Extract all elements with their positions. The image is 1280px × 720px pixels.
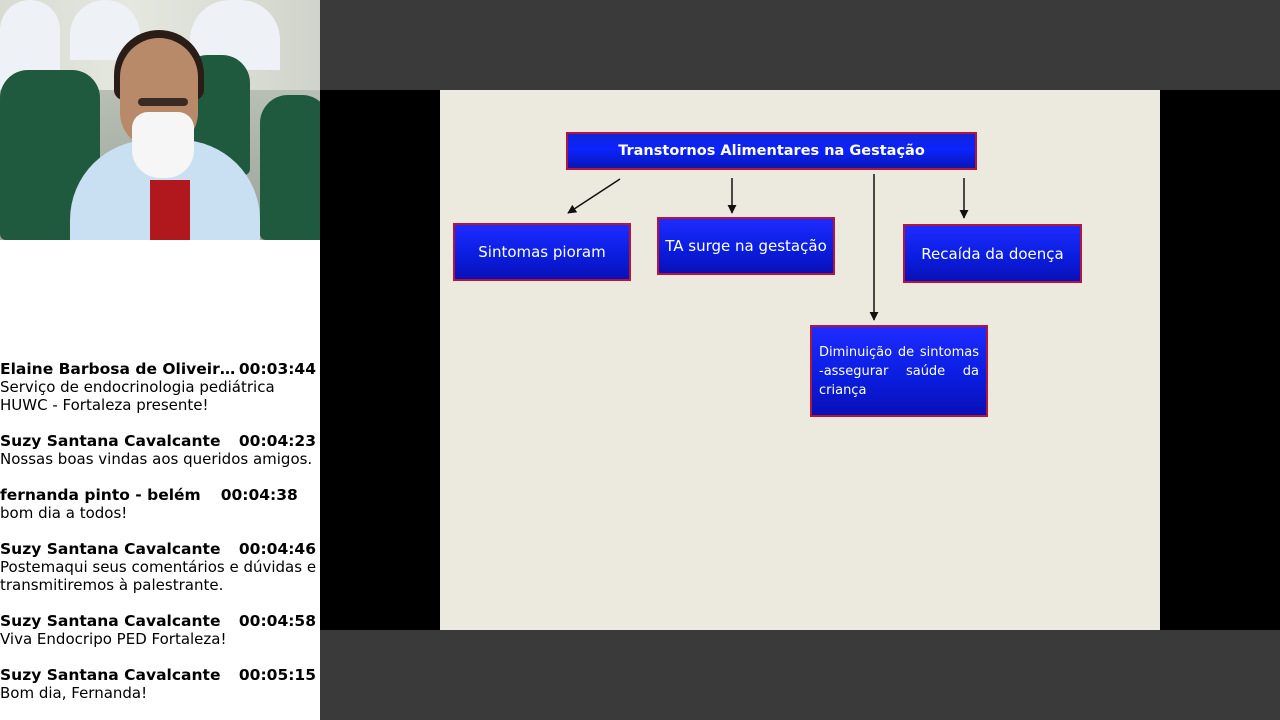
video-speaker-eyes [138,98,188,106]
chat-author: Suzy Santana Cavalcante [0,612,221,630]
chat-message-header: Elaine Barbosa de Oliveira... 00:03:44 [0,360,320,378]
recaida-box: Recaída da doença [903,224,1082,283]
presentation-slide: Transtornos Alimentares na Gestação Sint… [440,90,1160,630]
chat-message: Elaine Barbosa de Oliveira... 00:03:44 S… [0,360,320,414]
chat-author: Suzy Santana Cavalcante [0,432,221,450]
video-chair [260,95,320,240]
chat-timestamp: 00:04:38 [220,486,298,504]
chat-text: bom dia a todos! [0,504,128,522]
chat-author: fernanda pinto - belém [0,486,201,504]
presentation-area: Transtornos Alimentares na Gestação Sint… [320,90,1280,630]
chat-text: Viva Endocripo PED Fortaleza! [0,630,227,648]
video-speaker-mask [132,112,194,178]
diminuicao-sintomas-box: Diminuição de sintomas -assegurar saúde … [810,325,988,417]
chat-author: Suzy Santana Cavalcante [0,666,221,684]
chat-message-header: Suzy Santana Cavalcante 00:04:58 [0,612,320,630]
webcam-video [0,0,320,240]
stage-bottom-bar [320,630,1280,720]
chat-message: Suzy Santana Cavalcante 00:04:58 Viva En… [0,612,320,648]
left-panel: Elaine Barbosa de Oliveira... 00:03:44 S… [0,0,320,720]
chat-message: Suzy Santana Cavalcante 00:05:15 Bom dia… [0,666,320,702]
chat-author: Suzy Santana Cavalcante [0,540,221,558]
slide-arrows [567,174,969,321]
chat-text: Nossas boas vindas aos queridos amigos. [0,450,313,468]
chat-message-header: fernanda pinto - belém 00:04:38 [0,486,320,504]
chat-timestamp: 00:04:23 [238,432,316,450]
chat-message-header: Suzy Santana Cavalcante 00:04:23 [0,432,320,450]
chat-timestamp: 00:04:46 [238,540,316,558]
arrow-to-sintomas-pioram [567,178,621,214]
stage-top-bar [320,0,1280,90]
chat-text: Postemaqui seus comentários e dúvidas e … [0,558,317,594]
chat-timestamp: 00:05:15 [238,666,316,684]
chat-timestamp: 00:04:58 [238,612,316,630]
video-speaker-shirt [150,180,190,240]
chat-message: Suzy Santana Cavalcante 00:04:46 Postema… [0,540,320,594]
chat-text: Serviço de endocrinologia pediátrica HUW… [0,378,275,414]
chat-message-header: Suzy Santana Cavalcante 00:05:15 [0,666,320,684]
chat-feed[interactable]: Elaine Barbosa de Oliveira... 00:03:44 S… [0,360,320,720]
chat-text: Bom dia, Fernanda! [0,684,148,702]
chat-author: Elaine Barbosa de Oliveira... [0,360,239,378]
chat-message-header: Suzy Santana Cavalcante 00:04:46 [0,540,320,558]
chat-message: fernanda pinto - belém 00:04:38 bom dia … [0,486,320,522]
chat-message: Suzy Santana Cavalcante 00:04:23 Nossas … [0,432,320,468]
ta-surge-box: TA surge na gestação [657,217,835,275]
slide-title-box: Transtornos Alimentares na Gestação [566,132,977,170]
sintomas-pioram-box: Sintomas pioram [453,223,631,281]
chat-timestamp: 00:03:44 [238,360,316,378]
